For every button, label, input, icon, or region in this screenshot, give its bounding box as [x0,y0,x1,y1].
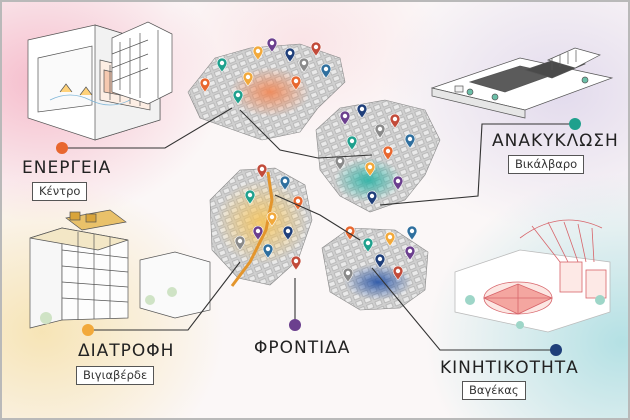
energy-label: ΕΝΕΡΓΕΙΑ [22,158,112,178]
nutrition-dot [82,324,94,336]
map-pins [199,37,418,283]
recycling-district: Βικάλβαρο [508,155,585,175]
connector-lines [62,107,575,351]
map-pin [199,77,211,93]
connector-inner-2 [274,194,361,241]
map-pin [344,225,356,241]
nutrition-district: Βιγιαβέρδε [76,366,155,386]
map-pin [362,237,374,253]
map-pin [282,225,294,241]
connector-nutrition [88,261,241,331]
map-pin [232,89,244,105]
recycling-building-illustration [430,47,614,119]
energy-dot [56,142,68,154]
recycling-label: ΑΝΑΚΥΚΛΩΣΗ [492,131,619,151]
map-pin [256,163,268,179]
map-pin [392,175,404,191]
map-pin [406,225,418,241]
mobility-dot [550,344,562,356]
map-pin [298,57,310,73]
map-pin [262,243,274,259]
mobility-district: Βαγέκας [462,381,526,401]
map-pin [374,253,386,269]
map-pin [339,110,351,126]
map-pin [342,267,354,283]
care-dot [289,319,301,331]
map-pin [382,145,394,161]
connector-recycling [379,123,575,206]
map-pin [374,123,386,139]
map-pin [366,190,378,206]
map-pin [234,235,246,251]
map-pin [346,135,358,151]
map-pin [216,57,228,73]
map-pin [266,211,278,227]
map-pin [284,47,296,63]
map-pin [356,103,368,119]
map-pin [364,161,376,177]
map-pin [252,225,264,241]
map-pin [404,245,416,261]
care-label: ΦΡΟΝΤΙΔΑ [254,338,351,358]
connector-mobility [371,267,556,351]
map-pin [266,37,278,53]
city-map [187,43,441,311]
map-pin [392,265,404,281]
map-pin [242,71,254,87]
map-pin [290,255,302,271]
connector-inner-1 [239,109,373,159]
map-pin [334,155,346,171]
map-pin [320,63,332,79]
map-pin [252,45,264,61]
map-pin [384,231,396,247]
recycling-dot [569,118,581,130]
map-pin [290,75,302,91]
map-pin [404,133,416,149]
connector-energy [62,107,233,149]
energy-building-illustration [27,21,173,141]
nutrition-label: ΔΙΑΤΡΟΦΗ [78,341,175,361]
mobility-label: ΚΙΝΗΤΙΚΟΤΗΤΑ [440,358,579,378]
energy-district: Κέντρο [32,182,88,202]
map-pin [389,113,401,129]
mobility-building-illustration [454,219,611,333]
map-pin [310,41,322,57]
nutrition-building-illustration [29,209,211,329]
map-pin [244,189,256,205]
map-pin [279,175,291,191]
